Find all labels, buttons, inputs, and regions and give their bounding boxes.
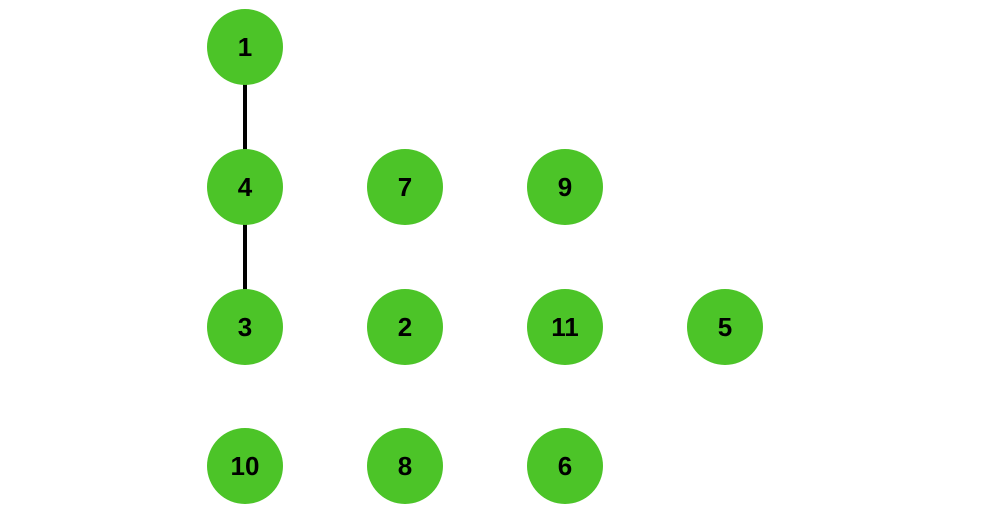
graph-node-2[interactable]: 2 — [367, 289, 443, 365]
graph-node-3[interactable]: 3 — [207, 289, 283, 365]
node-label-2: 2 — [397, 312, 413, 342]
graph-node-5[interactable]: 5 — [687, 289, 763, 365]
graph-node-10[interactable]: 10 — [207, 428, 283, 504]
node-label-3: 3 — [237, 312, 253, 342]
graph-node-7[interactable]: 7 — [367, 149, 443, 225]
graph-node-1[interactable]: 1 — [207, 9, 283, 85]
node-label-6: 6 — [557, 451, 573, 481]
node-label-8: 8 — [397, 451, 413, 481]
node-label-11: 11 — [551, 312, 579, 342]
node-label-7: 7 — [397, 172, 413, 202]
graph-node-11[interactable]: 11 — [527, 289, 603, 365]
graph-node-4[interactable]: 4 — [207, 149, 283, 225]
graph-node-9[interactable]: 9 — [527, 149, 603, 225]
node-label-10: 10 — [230, 451, 260, 481]
graph-node-8[interactable]: 8 — [367, 428, 443, 504]
node-label-9: 9 — [557, 172, 573, 202]
node-label-1: 1 — [237, 32, 253, 62]
node-label-5: 5 — [717, 312, 733, 342]
graph-node-6[interactable]: 6 — [527, 428, 603, 504]
node-label-4: 4 — [237, 172, 253, 202]
